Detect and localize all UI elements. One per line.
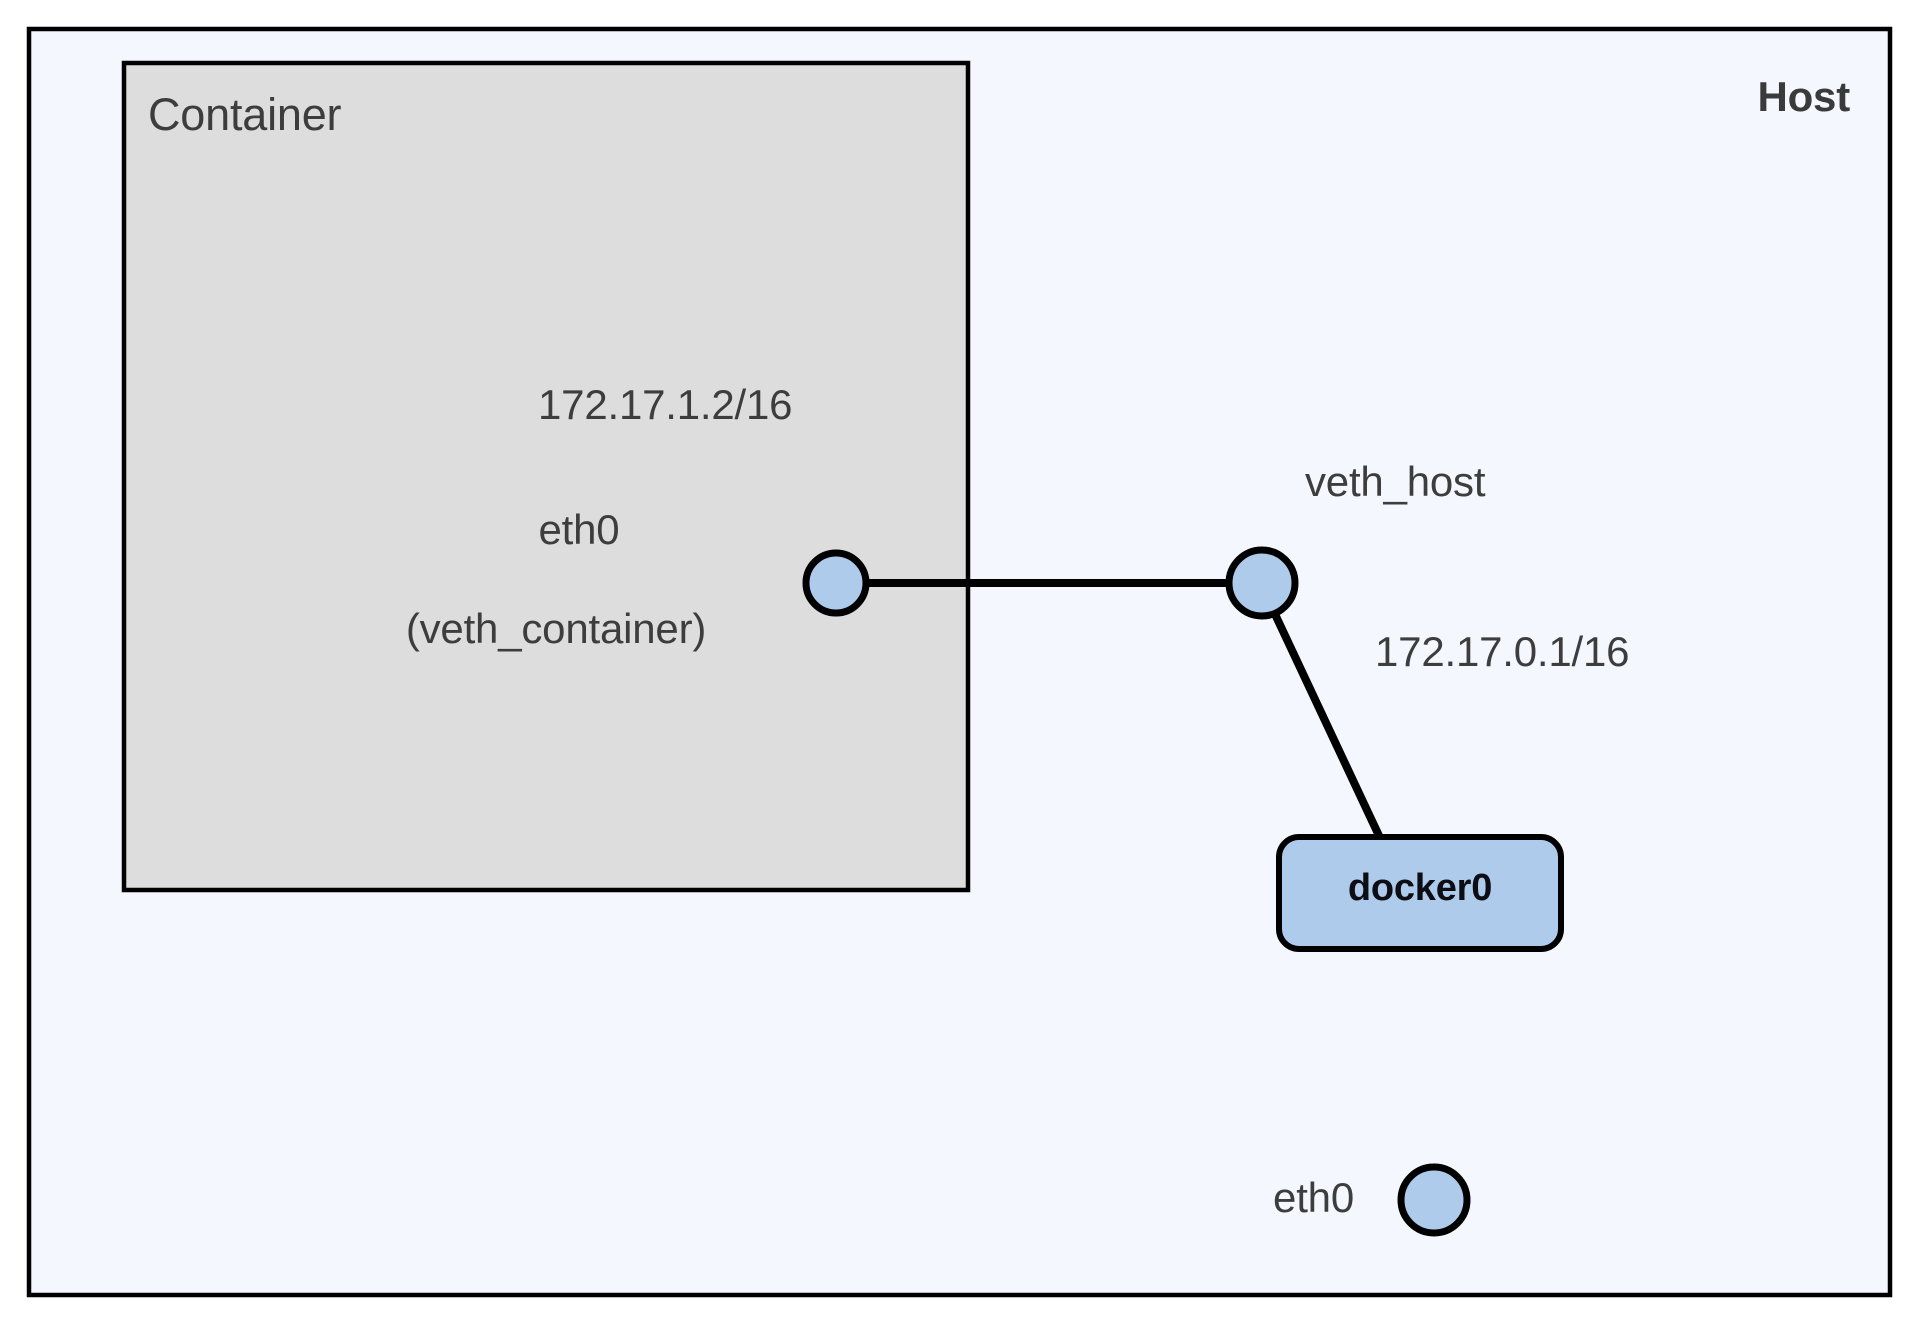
docker0-node[interactable] [1276,834,1564,952]
container-eth0-node[interactable] [802,549,870,617]
host-eth0-label: eth0 [1273,1174,1354,1221]
docker0-label: docker0 [1347,867,1493,909]
container-eth0-name-label: eth0 [538,505,620,553]
docker0-ip-label: 172.17.0.1/16 [1375,628,1630,675]
veth-host-label: veth_host [1305,458,1486,505]
edge-veth-host-to-docker0 [1270,610,1385,842]
container-boundary-box [121,60,971,893]
host-title-label: Host [1757,73,1850,120]
container-eth0-alias-label: (veth_container) [405,604,707,652]
host-eth0-node[interactable] [1397,1163,1471,1237]
container-eth0-label-group: eth0 (veth_container) [370,455,742,752]
container-eth0-ip-label: 172.17.1.2/16 [538,381,793,428]
container-title-label: Container [148,89,342,140]
veth-host-node[interactable] [1225,546,1299,620]
